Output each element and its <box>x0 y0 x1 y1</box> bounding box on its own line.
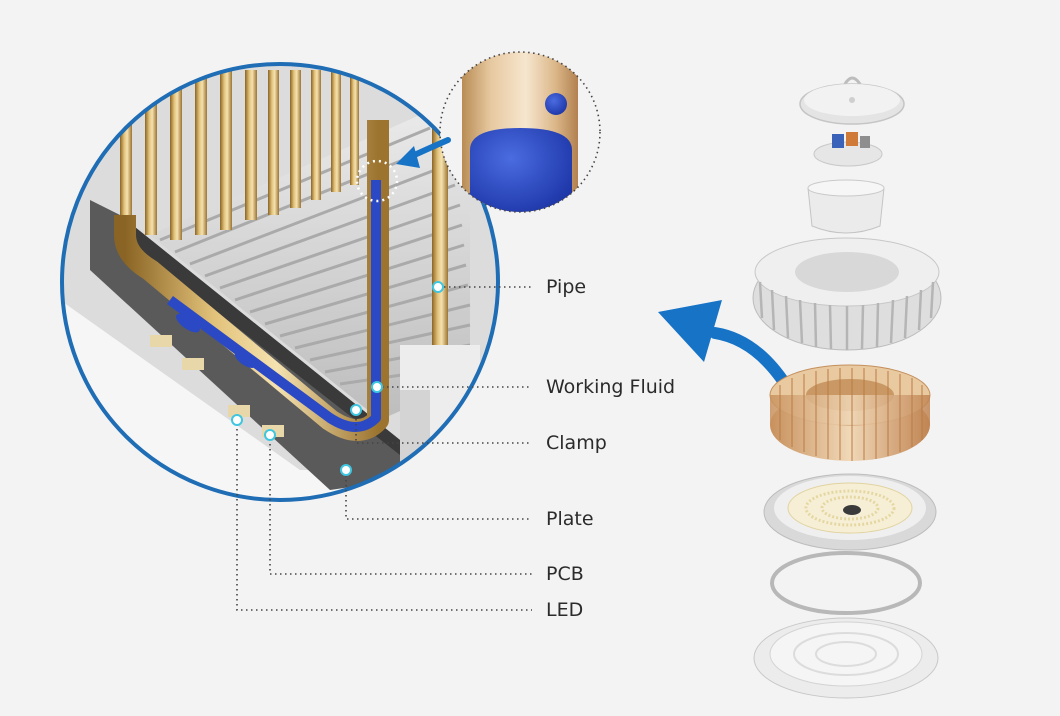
finned-ring <box>752 237 942 351</box>
label-led: LED <box>546 599 584 621</box>
zoom-inset <box>439 51 601 213</box>
label-plate: Plate <box>546 508 594 530</box>
label-pipe: Pipe <box>546 276 587 298</box>
leader-pcb <box>269 439 532 575</box>
callout-markers <box>231 281 444 476</box>
glass-lens <box>753 617 939 699</box>
marker-working-fluid <box>371 381 383 393</box>
marker-pipe <box>432 281 444 293</box>
housing <box>807 179 885 234</box>
leader-led <box>236 424 532 611</box>
marker-led <box>231 414 243 426</box>
magnified-section <box>60 62 500 502</box>
zoom-pointer-arrow <box>396 137 451 168</box>
leader-clamp <box>355 414 532 444</box>
marker-plate <box>340 464 352 476</box>
marker-pcb <box>264 429 276 441</box>
hook <box>843 76 862 85</box>
heat-pipe-ring <box>769 364 931 461</box>
led-board <box>763 473 937 551</box>
seal-ring <box>770 551 922 615</box>
top-cover <box>799 83 905 125</box>
label-working-fluid: Working Fluid <box>546 376 676 398</box>
magnifier-ring <box>60 62 500 502</box>
label-pcb: PCB <box>546 563 584 585</box>
exploded-lamp <box>752 76 942 699</box>
leader-plate <box>345 475 532 520</box>
driver <box>813 132 883 167</box>
marker-clamp <box>350 404 362 416</box>
label-clamp: Clamp <box>546 432 607 454</box>
leader-lines <box>236 286 532 611</box>
heat-pipe <box>114 120 389 441</box>
